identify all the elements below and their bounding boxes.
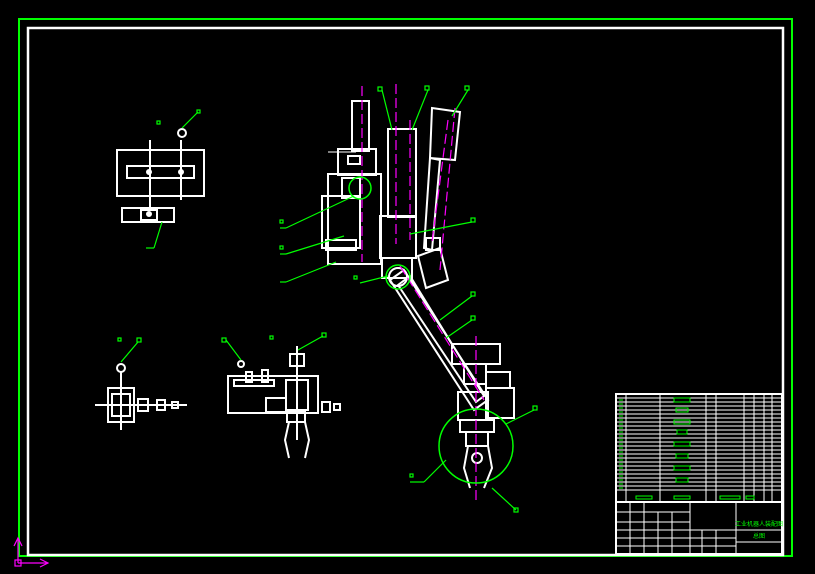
parts-list-entries [619, 397, 755, 500]
main-assembly-leaders [279, 85, 538, 513]
joint-leaders [117, 337, 142, 363]
parts-list-table[interactable] [615, 393, 783, 555]
detail-joint-view[interactable] [95, 363, 187, 430]
title-block: 工业机器人装配图 总图 [735, 520, 783, 540]
drawing-subtitle: 总图 [753, 532, 765, 540]
gripper-mechanism-leaders [221, 332, 327, 361]
detail-gripper-mechanism[interactable] [227, 346, 341, 459]
inner-border [26, 26, 785, 557]
detail-gearbox-view[interactable] [116, 128, 205, 223]
ucs-axis-icon [13, 536, 50, 568]
gearbox-leaders [146, 109, 201, 249]
drawing-title: 工业机器人装配图 [735, 520, 783, 528]
centerlines [361, 84, 485, 500]
